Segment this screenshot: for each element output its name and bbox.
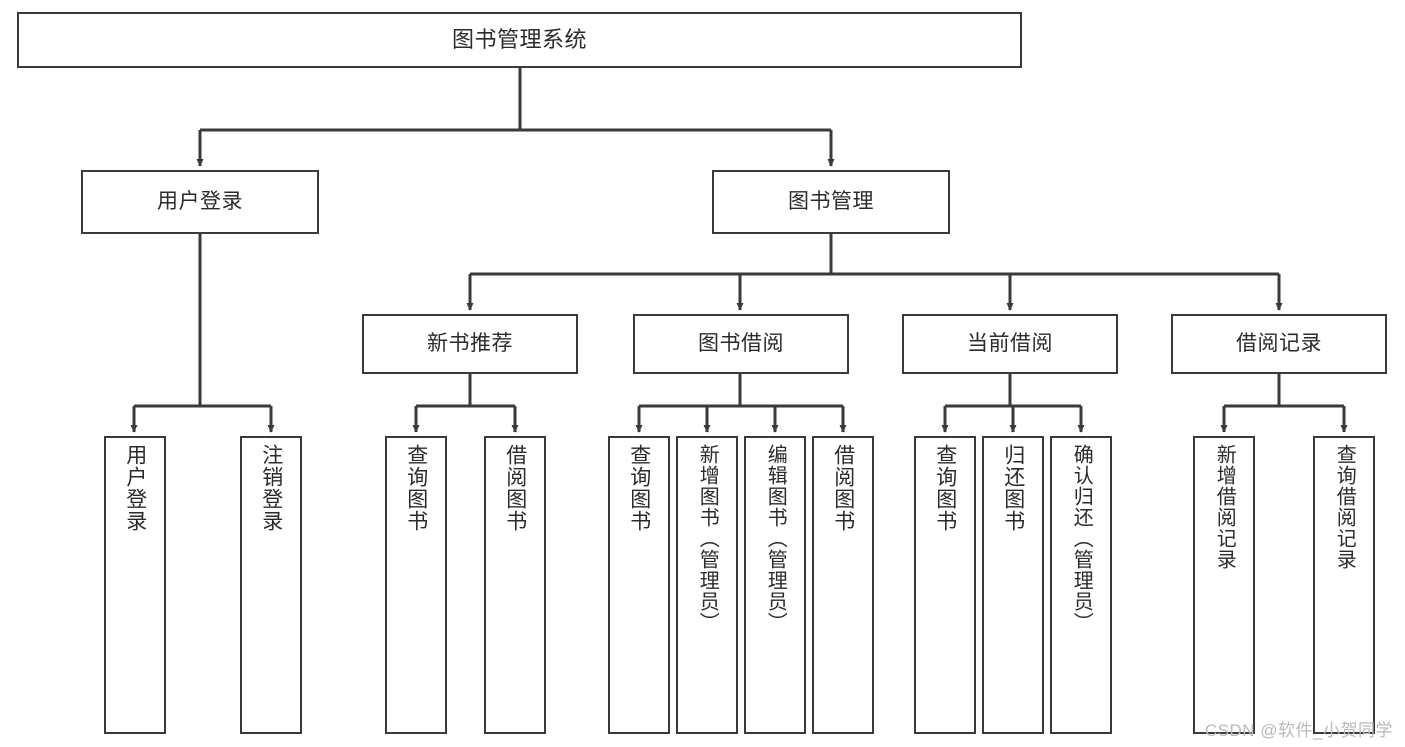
leaf-user-logout[interactable]: 注销登录 (240, 436, 302, 734)
leaf-query-book-borrow[interactable]: 查询图书 (608, 436, 670, 734)
watermark: CSDN @软件_小贺同学 (1204, 721, 1393, 740)
node-label: 新增图书（管理员） (696, 444, 719, 633)
leaf-user-login[interactable]: 用户登录 (104, 436, 166, 734)
node-label: 借阅图书 (831, 444, 855, 532)
node-label: 图书管理 (788, 189, 874, 213)
node-label: 确认归还（管理员） (1070, 444, 1093, 633)
node-label: 图书管理系统 (451, 27, 587, 53)
node-label: 借阅图书 (503, 444, 527, 532)
node-borrow-record[interactable]: 借阅记录 (1171, 314, 1387, 374)
node-label: 查询图书 (933, 444, 957, 532)
node-label: 查询借阅记录 (1333, 444, 1356, 570)
node-label: 新书推荐 (427, 331, 513, 355)
leaf-add-borrow-record[interactable]: 新增借阅记录 (1193, 436, 1255, 734)
leaf-borrow-book[interactable]: 借阅图书 (812, 436, 874, 734)
node-label: 当前借阅 (967, 331, 1053, 355)
node-label: 用户登录 (123, 444, 147, 532)
leaf-query-borrow-record[interactable]: 查询借阅记录 (1313, 436, 1375, 734)
node-label: 图书借阅 (698, 331, 784, 355)
node-label: 归还图书 (1001, 444, 1025, 532)
leaf-return-book[interactable]: 归还图书 (982, 436, 1044, 734)
node-book-management[interactable]: 图书管理 (712, 170, 950, 234)
node-label: 编辑图书（管理员） (764, 444, 787, 633)
leaf-edit-book-admin[interactable]: 编辑图书（管理员） (744, 436, 806, 734)
leaf-borrow-book-recommend[interactable]: 借阅图书 (484, 436, 546, 734)
node-label: 查询图书 (627, 444, 651, 532)
node-book-borrow[interactable]: 图书借阅 (633, 314, 849, 374)
node-label: 用户登录 (157, 189, 243, 213)
node-new-book-recommend[interactable]: 新书推荐 (362, 314, 578, 374)
leaf-query-book-current[interactable]: 查询图书 (914, 436, 976, 734)
node-label: 借阅记录 (1236, 331, 1322, 355)
leaf-query-book-recommend[interactable]: 查询图书 (385, 436, 447, 734)
leaf-add-book-admin[interactable]: 新增图书（管理员） (676, 436, 738, 734)
node-current-borrow[interactable]: 当前借阅 (902, 314, 1118, 374)
leaf-confirm-return-admin[interactable]: 确认归还（管理员） (1050, 436, 1112, 734)
node-label: 注销登录 (259, 444, 283, 532)
node-label: 新增借阅记录 (1213, 444, 1236, 570)
node-root[interactable]: 图书管理系统 (17, 12, 1022, 68)
node-user-login[interactable]: 用户登录 (81, 170, 319, 234)
node-label: 查询图书 (404, 444, 428, 532)
